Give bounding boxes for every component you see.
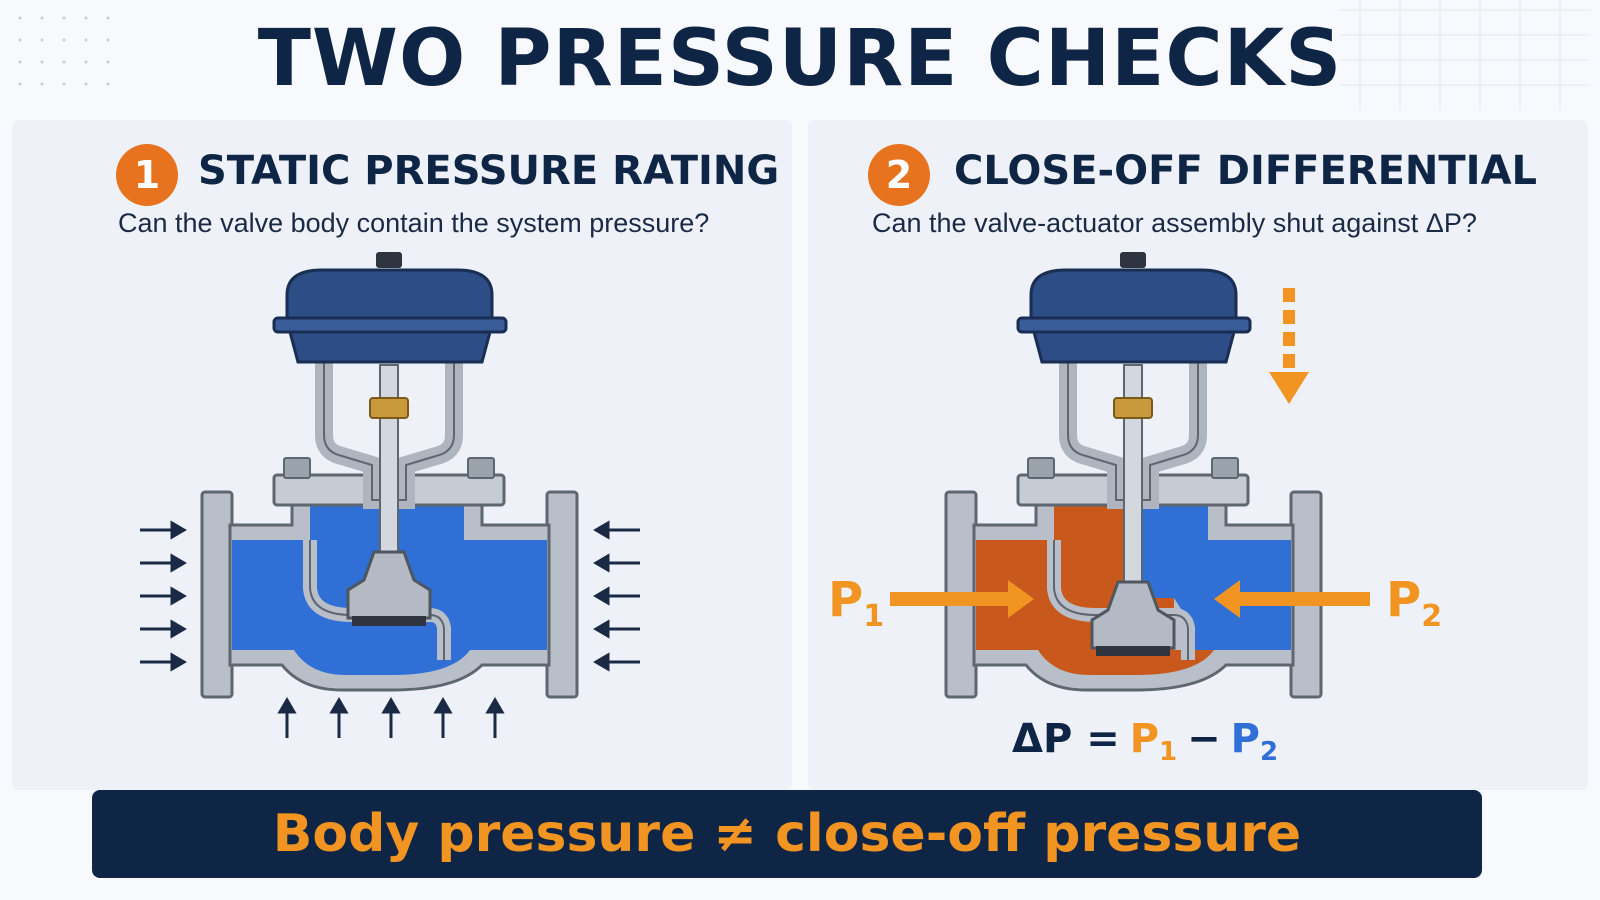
panel-close-off-differential: 2 CLOSE-OFF DIFFERENTIAL Can the valve-a…: [808, 120, 1588, 790]
panel-heading: CLOSE-OFF DIFFERENTIAL: [954, 148, 1538, 194]
valve-diagram-differential: P1 P2 ΔP =P1−P2: [828, 252, 1442, 767]
valve-diagram-static: [140, 252, 640, 738]
actuator-cap: [1120, 252, 1146, 268]
step-number-badge: 2: [868, 144, 930, 206]
panel-static-pressure: 1 STATIC PRESSURE RATING Can the valve b…: [12, 120, 792, 790]
actuator-housing: [1029, 268, 1238, 322]
stem-packing: [1113, 397, 1153, 419]
differential-equation: ΔP =P1−P2: [1012, 716, 1278, 767]
summary-banner: Body pressure ≠ close-off pressure: [92, 790, 1482, 878]
p2-pressure-arrow: [1214, 580, 1370, 618]
valve-plug: [1090, 580, 1176, 650]
p2-label: P2: [1386, 572, 1442, 634]
p1-label: P1: [828, 572, 884, 634]
valve-stem: [379, 364, 399, 556]
inward-pressure-arrows-left: [140, 520, 187, 672]
outlet-flange: [545, 490, 579, 699]
p1-pressure-arrow: [890, 580, 1034, 618]
upward-pressure-arrows: [277, 697, 505, 738]
inlet-flange: [200, 490, 234, 699]
panel-question: Can the valve body contain the system pr…: [118, 208, 710, 238]
panel-heading: STATIC PRESSURE RATING: [198, 148, 780, 194]
corner-grid-decoration-right: [1340, 0, 1590, 110]
stem-packing: [369, 397, 409, 419]
page-title: TWO PRESSURE CHECKS: [257, 14, 1343, 104]
low-pressure-fluid: [1130, 502, 1291, 650]
actuator-thrust-arrow: [1269, 288, 1309, 404]
actuator-cap: [376, 252, 402, 268]
actuator-housing: [285, 268, 494, 322]
valve-plug: [346, 550, 432, 620]
step-number-badge: 1: [116, 144, 178, 206]
panel-question: Can the valve-actuator assembly shut aga…: [872, 208, 1477, 238]
inward-pressure-arrows-right: [593, 520, 640, 672]
corner-grid-decoration-left: [18, 16, 110, 86]
